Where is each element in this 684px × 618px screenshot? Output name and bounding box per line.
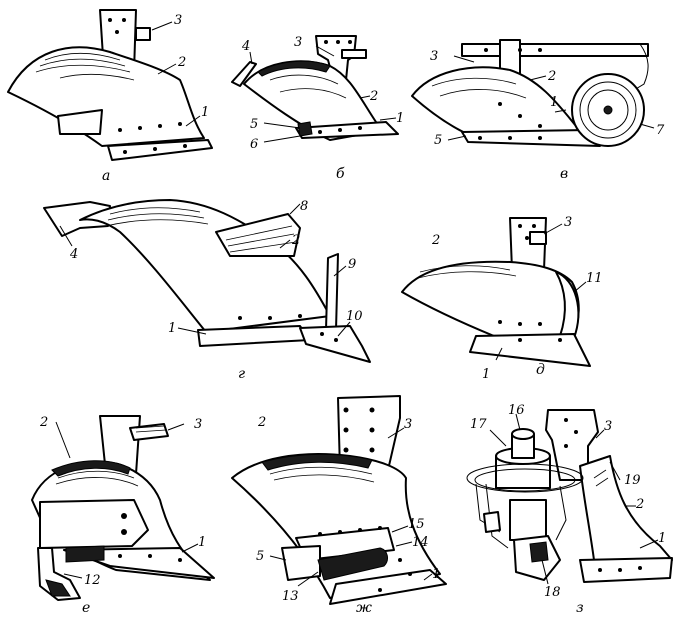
panel-zh-label-15: 15 [408, 517, 425, 532]
panel-a-label-2: 2 [177, 55, 186, 70]
panel-d-share [469, 333, 591, 367]
panel-zh-label-1: 1 [432, 567, 440, 582]
panel-g-moldboard [79, 199, 331, 333]
panel-d-moldboard [401, 260, 580, 337]
panel-z-label-17: 17 [470, 417, 487, 432]
panel-b-label-4: 4 [241, 39, 250, 54]
panel-b-label-1: 1 [396, 111, 404, 126]
panel-zh-label-3: 3 [404, 417, 412, 432]
panel-v-label-3: 3 [430, 49, 438, 64]
panel-g-label-1: 1 [168, 321, 176, 336]
panel-z-label-3: 3 [604, 419, 612, 434]
panel-g-label-8: 8 [300, 199, 308, 214]
panel-g-label-4: 4 [69, 247, 78, 262]
panel-b-label-6: 6 [250, 137, 258, 152]
panel-e-plate [39, 499, 149, 549]
panel-zh-caption: ж [356, 600, 372, 616]
panel-z-label-19: 19 [624, 473, 641, 488]
panel-z-label-2: 2 [635, 497, 644, 512]
panel-b-label-5: 5 [250, 117, 258, 132]
panel-a-caption: а [102, 168, 110, 184]
panel-z-label-18: 18 [544, 585, 561, 600]
panel-e-label-1: 1 [198, 535, 206, 550]
panel-zh-share [329, 569, 447, 605]
panel-b-label-3: 3 [294, 35, 302, 50]
panel-g-skimmer [215, 213, 301, 257]
panel-v-caption: в [560, 166, 568, 182]
panel-g-caption: г [238, 366, 245, 382]
panel-v-beam [461, 43, 649, 57]
panel-zh-label-2: 2 [257, 415, 266, 430]
panel-b: 4 3 2 5 6 1 б [231, 35, 404, 182]
panel-e-caption: е [82, 600, 90, 616]
panel-e-label-2: 2 [39, 415, 48, 430]
panel-zh-label-13: 13 [282, 589, 299, 604]
panel-zh-pad [317, 547, 388, 581]
panel-z-label-1: 1 [658, 531, 666, 546]
panel-b-label-2: 2 [369, 89, 378, 104]
panel-d-caption: д [536, 362, 545, 378]
panel-g: 4 8 2 9 1 10 г [43, 199, 371, 382]
panel-b-skim [231, 61, 257, 87]
panel-a-moldboard [7, 46, 205, 147]
panel-g-label-9: 9 [348, 257, 356, 272]
panel-v-label-7: 7 [656, 123, 665, 138]
panel-g-label-2: 2 [291, 233, 300, 248]
panel-z-share [579, 557, 673, 583]
panel-g-label-10: 10 [346, 309, 363, 324]
panel-a-label-1: 1 [201, 105, 209, 120]
panel-a: 3 2 1 а [7, 9, 213, 184]
panel-d-label-2: 2 [431, 233, 440, 248]
panel-a-label-3: 3 [174, 13, 182, 28]
panel-v-label-2: 2 [547, 69, 556, 84]
panel-zh-label-5: 5 [256, 549, 264, 564]
panel-d: 3 2 11 1 д [401, 215, 603, 382]
panel-v-label-5: 5 [434, 133, 442, 148]
panel-g-knife [325, 253, 339, 331]
panel-e-label-12: 12 [84, 573, 101, 588]
panel-g-share [197, 325, 311, 347]
panel-d-label-11: 11 [586, 271, 603, 286]
panel-e-label-3: 3 [194, 417, 202, 432]
panel-d-label-3: 3 [564, 215, 572, 230]
panel-z-moldboard [579, 455, 673, 561]
panel-g-heel [299, 325, 371, 363]
panel-e: 2 3 1 12 е [31, 415, 215, 616]
panel-zh-label-14: 14 [412, 535, 429, 550]
panel-z-label-16: 16 [508, 403, 525, 418]
panel-z: 17 16 3 19 2 1 18 з [466, 403, 673, 616]
panel-b-caption: б [336, 166, 345, 182]
panel-v-moldboard [411, 66, 593, 139]
panel-z-caption: з [576, 600, 584, 616]
panel-v: 3 2 1 5 7 в [411, 39, 665, 182]
panel-zh-chisel [281, 545, 321, 581]
panel-d-label-1: 1 [482, 367, 490, 382]
panel-zh: 2 3 15 14 5 1 13 ж [231, 395, 447, 616]
panel-z-rotor-ring [466, 463, 584, 493]
panel-v-label-1: 1 [550, 95, 558, 110]
